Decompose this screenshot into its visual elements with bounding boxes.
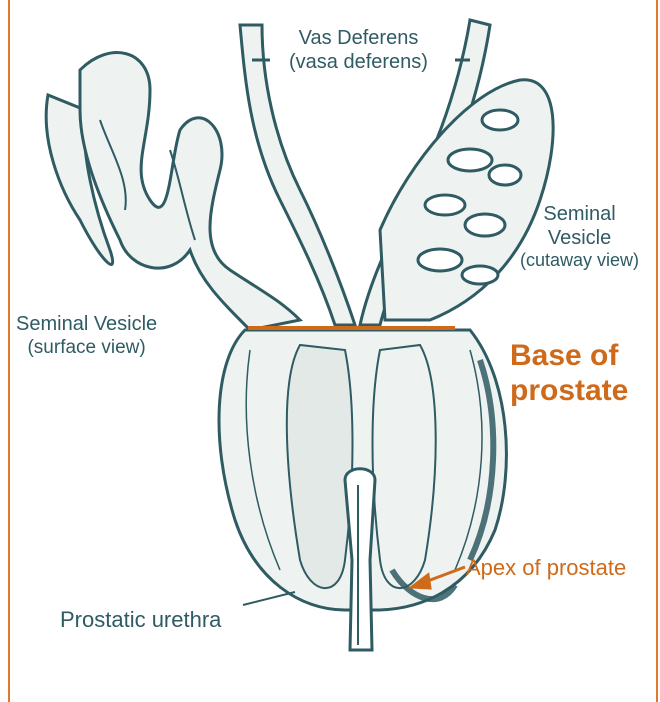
vas-deferens-line1: Vas Deferens bbox=[289, 27, 428, 51]
vas-deferens-line2: (vasa deferens) bbox=[289, 51, 428, 75]
apex-of-prostate-label: Apex of prostate bbox=[466, 555, 626, 581]
base-line1: Base of bbox=[510, 338, 628, 373]
seminal-cutaway-line2: Vesicle bbox=[520, 227, 639, 251]
seminal-cutaway-line1: Seminal bbox=[520, 203, 639, 227]
prostatic-urethra-label: Prostatic urethra bbox=[60, 607, 221, 633]
base-line2: prostate bbox=[510, 373, 628, 408]
seminal-surface-line2: (surface view) bbox=[16, 337, 157, 359]
seminal-vesicle-cutaway-label: Seminal Vesicle (cutaway view) bbox=[520, 203, 639, 271]
urethra-pointer bbox=[243, 592, 295, 605]
seminal-vesicle-surface-label: Seminal Vesicle (surface view) bbox=[16, 313, 157, 359]
vas-deferens-label: Vas Deferens (vasa deferens) bbox=[289, 27, 428, 74]
seminal-cutaway-line3: (cutaway view) bbox=[520, 250, 639, 271]
seminal-surface-line1: Seminal Vesicle bbox=[16, 313, 157, 337]
seminal-vesicle-cutaway bbox=[380, 80, 553, 320]
base-of-prostate-label: Base of prostate bbox=[510, 338, 628, 409]
